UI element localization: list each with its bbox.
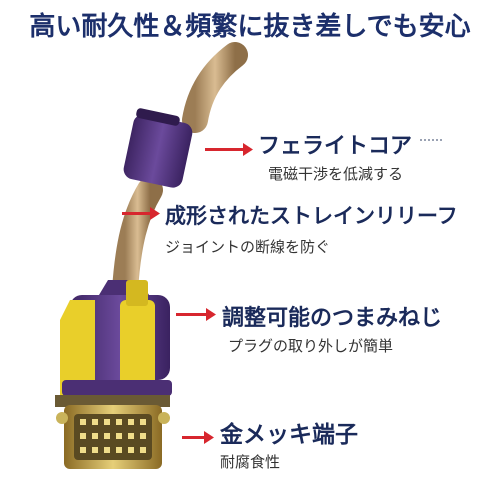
ferrite-core — [123, 108, 193, 188]
braided-cable — [182, 42, 248, 133]
feature-subtitle-thumbscrew: プラグの取り外しが簡単 — [228, 337, 394, 355]
gold-plated-connector — [55, 395, 170, 469]
feature-subtitle-strain-relief: ジョイントの断線を防ぐ — [165, 238, 331, 256]
feature-title-strain-relief: 成形されたストレインリリーフ — [165, 204, 458, 228]
dotted-line — [420, 139, 442, 143]
feature-title-ferrite-core: フェライトコア — [258, 134, 413, 159]
feature-subtitle-ferrite-core: 電磁干渉を低減する — [268, 165, 404, 183]
callout-arrows — [122, 143, 253, 444]
feature-subtitle-gold-plated: 耐腐食性 — [220, 453, 281, 471]
connector-housing — [60, 280, 172, 400]
feature-title-gold-plated: 金メッキ端子 — [220, 422, 358, 448]
headline: 高い耐久性＆頻繁に抜き差しでも安心 — [29, 12, 471, 42]
feature-title-thumbscrew: 調整可能のつまみねじ — [222, 306, 443, 331]
